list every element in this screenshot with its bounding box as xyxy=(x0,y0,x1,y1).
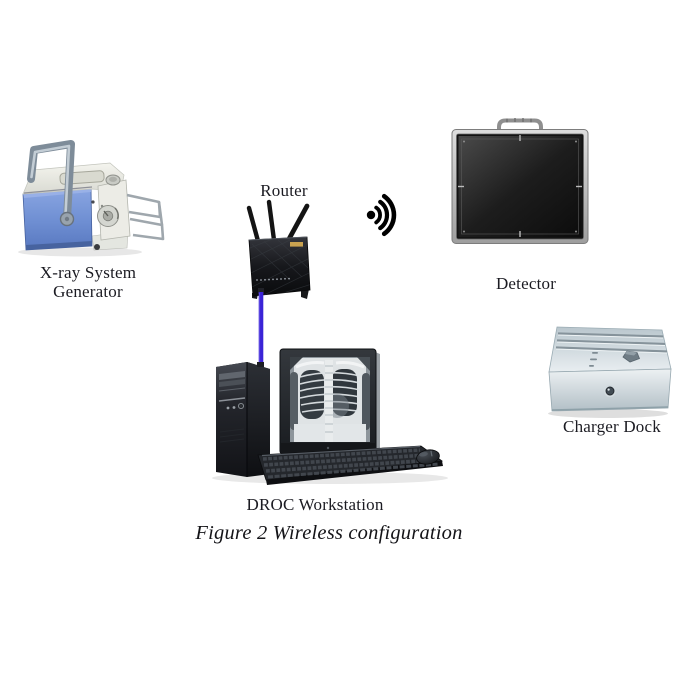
dock-shadow xyxy=(548,409,668,418)
figure-caption: Figure 2 Wireless configuration xyxy=(195,522,463,544)
generator-shadow xyxy=(18,247,142,257)
wifi-signal-icon xyxy=(366,193,397,237)
router-label: Router xyxy=(260,181,308,200)
dock-button xyxy=(603,384,617,398)
workstation-illustration xyxy=(212,348,448,485)
generator-dial xyxy=(97,204,119,227)
pc-tower xyxy=(216,362,270,477)
charger-dock-label: Charger Dock xyxy=(563,417,661,436)
dock-top-marks xyxy=(589,352,598,367)
workstation-label: DROC Workstation xyxy=(246,495,384,514)
xray-image xyxy=(290,357,370,442)
generator-label-line2: Generator xyxy=(53,282,123,301)
monitor xyxy=(279,348,380,463)
detector-handle xyxy=(497,118,543,131)
generator-handle xyxy=(27,140,75,227)
keyboard xyxy=(257,445,444,485)
router-logo xyxy=(290,242,303,247)
xray-generator-illustration xyxy=(18,140,165,257)
generator-label-line1: X-ray System xyxy=(39,263,137,282)
detector-face xyxy=(458,136,582,237)
dock-grooves xyxy=(555,332,668,354)
router-leds xyxy=(256,277,290,281)
mouse xyxy=(416,449,440,465)
generator-blue-panel xyxy=(22,187,93,251)
detector-label: Detector xyxy=(495,274,557,293)
router-antennas xyxy=(246,199,310,244)
generator-label: X-ray System Generator xyxy=(18,263,158,301)
generator-metal-rack xyxy=(126,193,165,241)
detector-alignment-marks xyxy=(458,135,582,237)
router-texture xyxy=(249,237,310,296)
ethernet-cable xyxy=(258,288,264,366)
detector-illustration xyxy=(451,118,589,244)
charger-dock-illustration xyxy=(548,326,672,418)
router-illustration xyxy=(246,199,311,299)
